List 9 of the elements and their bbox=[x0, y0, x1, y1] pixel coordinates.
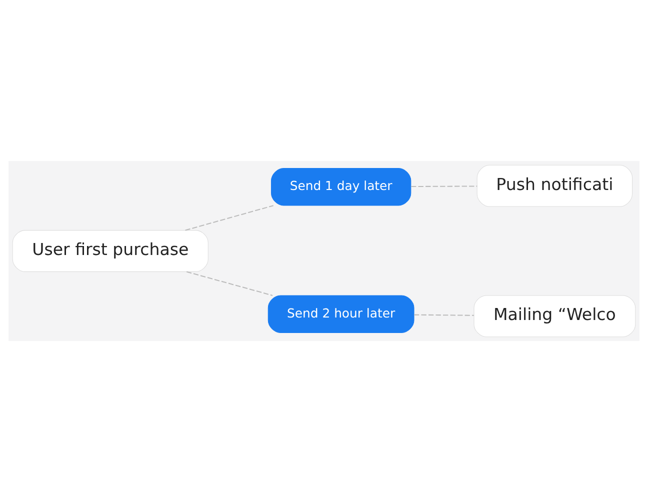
node-box: User first purchase bbox=[12, 230, 208, 272]
node-box: Mailing “Welco bbox=[474, 295, 636, 338]
connector bbox=[414, 314, 474, 316]
connector bbox=[186, 271, 273, 296]
node-box: Push notificati bbox=[476, 164, 633, 207]
node-box: Send 2 hour later bbox=[268, 295, 414, 333]
node-box: Send 1 day later bbox=[270, 168, 412, 206]
connector bbox=[411, 186, 478, 188]
connector bbox=[185, 205, 274, 231]
